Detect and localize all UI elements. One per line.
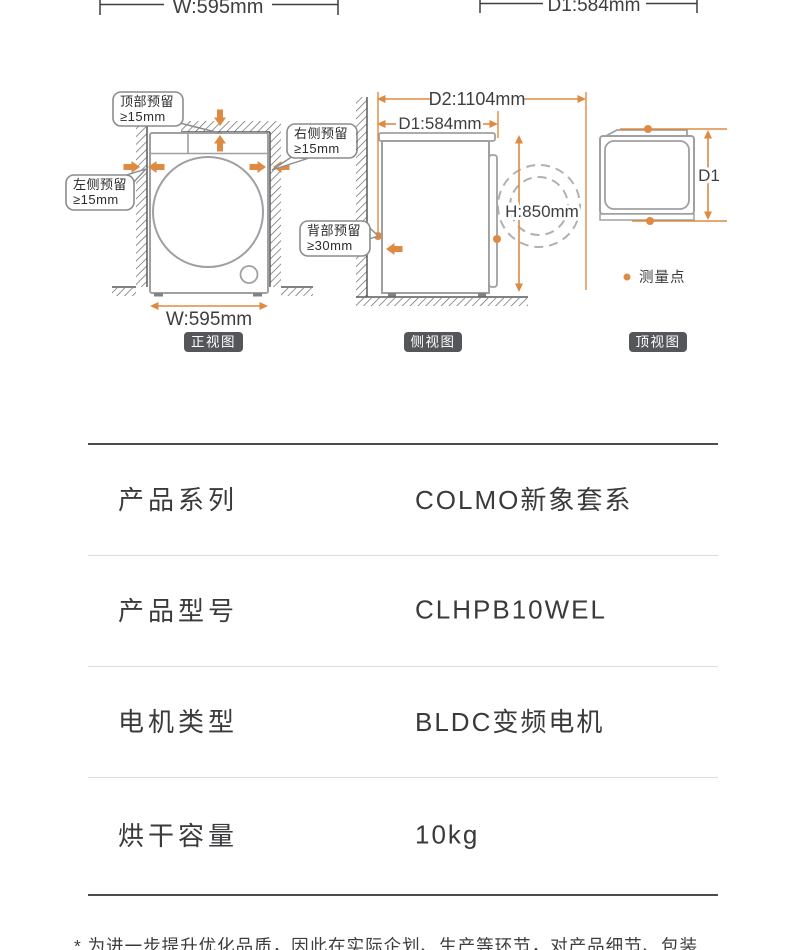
spec-row-motor: 电机类型 BLDC变频电机 (88, 667, 718, 778)
side-d2-dimension (377, 95, 586, 103)
callout-right-line2: ≥15mm (294, 141, 340, 156)
front-width-dimension (150, 302, 268, 310)
measure-point-legend-label: 测量点 (639, 269, 686, 286)
measure-point-legend-dot (623, 273, 631, 281)
top-d1-label: D1 (698, 166, 720, 185)
side-door-panel (488, 154, 498, 288)
callout-top-line1: 顶部预留 (120, 94, 174, 109)
front-view: W:595mm 顶部预留 ≥15mm 右侧预留 ≥15mm 左侧预留 ≥15mm… (65, 91, 358, 352)
door-swing-inner (509, 176, 569, 236)
side-view: D2:1104mm D1:584mm H:850mm 背部预留 ≥30mm (299, 89, 587, 352)
callout-right-line1: 右侧预留 (294, 126, 348, 141)
spec-value: CLHPB10WEL (415, 594, 607, 625)
cutoff-depth-dim (479, 0, 698, 13)
measure-point-front (493, 235, 501, 243)
top-lid (604, 140, 690, 210)
side-view-badge-label: 侧视图 (411, 335, 456, 350)
disclaimer-footnote: * 为进一步提升优化品质，因此在实际企划、生产等环节，对产品细节、包装 (74, 936, 699, 950)
spec-table: 产品系列 COLMO新象套系 产品型号 CLHPB10WEL 电机类型 BLDC… (88, 443, 718, 896)
callout-top-line2: ≥15mm (120, 109, 166, 124)
top-view: D1 测量点 顶视图 (599, 125, 727, 352)
spec-row-capacity: 烘干容量 10kg (88, 778, 718, 894)
side-machine (378, 132, 498, 297)
front-width-dim-label: W:595mm (166, 309, 252, 330)
installation-diagram: W:595mm D1:584mm (65, 0, 727, 352)
front-filter-circle (239, 265, 259, 284)
cutoff-front-width-dim (99, 0, 339, 15)
side-d2-label: D2:1104mm (429, 89, 526, 109)
front-view-badge-label: 正视图 (191, 335, 236, 350)
spec-label: 烘干容量 (118, 821, 239, 852)
callout-left-reserve (65, 174, 135, 211)
cutoff-depth-label: D1:584mm (548, 0, 641, 16)
side-d1-dimension (377, 120, 498, 128)
top-view-badge (629, 332, 687, 352)
top-d1-dimension (704, 130, 712, 220)
spec-value: COLMO新象套系 (415, 485, 633, 516)
front-door-circle (152, 156, 264, 268)
spec-row-series: 产品系列 COLMO新象套系 (88, 445, 718, 556)
measure-point-top-front (646, 217, 654, 225)
callout-left-line2: ≥15mm (73, 192, 119, 207)
callout-back-reserve (299, 220, 371, 257)
spec-value: BLDC变频电机 (415, 707, 605, 738)
side-h-dimension (515, 135, 523, 292)
callout-back-line1: 背部预留 (307, 223, 361, 238)
spec-row-model: 产品型号 CLHPB10WEL (88, 556, 718, 667)
spec-label: 产品型号 (118, 596, 239, 627)
spec-value: 10kg (415, 819, 480, 850)
cutoff-front-width-label: W:595mm (173, 0, 264, 18)
callout-top-reserve (112, 91, 184, 127)
spec-label: 电机类型 (118, 707, 239, 738)
front-view-badge (184, 332, 243, 352)
top-view-badge-label: 顶视图 (636, 335, 681, 350)
callout-back-line2: ≥30mm (307, 238, 353, 253)
door-swing-outer (497, 164, 581, 248)
side-view-badge (404, 332, 462, 352)
callout-left-line1: 左侧预留 (73, 177, 127, 192)
side-d1-label: D1:584mm (398, 114, 481, 133)
spec-label: 产品系列 (118, 485, 239, 516)
measure-point-top-back (644, 125, 652, 133)
front-machine (149, 132, 269, 297)
side-h-label: H:850mm (505, 202, 579, 221)
